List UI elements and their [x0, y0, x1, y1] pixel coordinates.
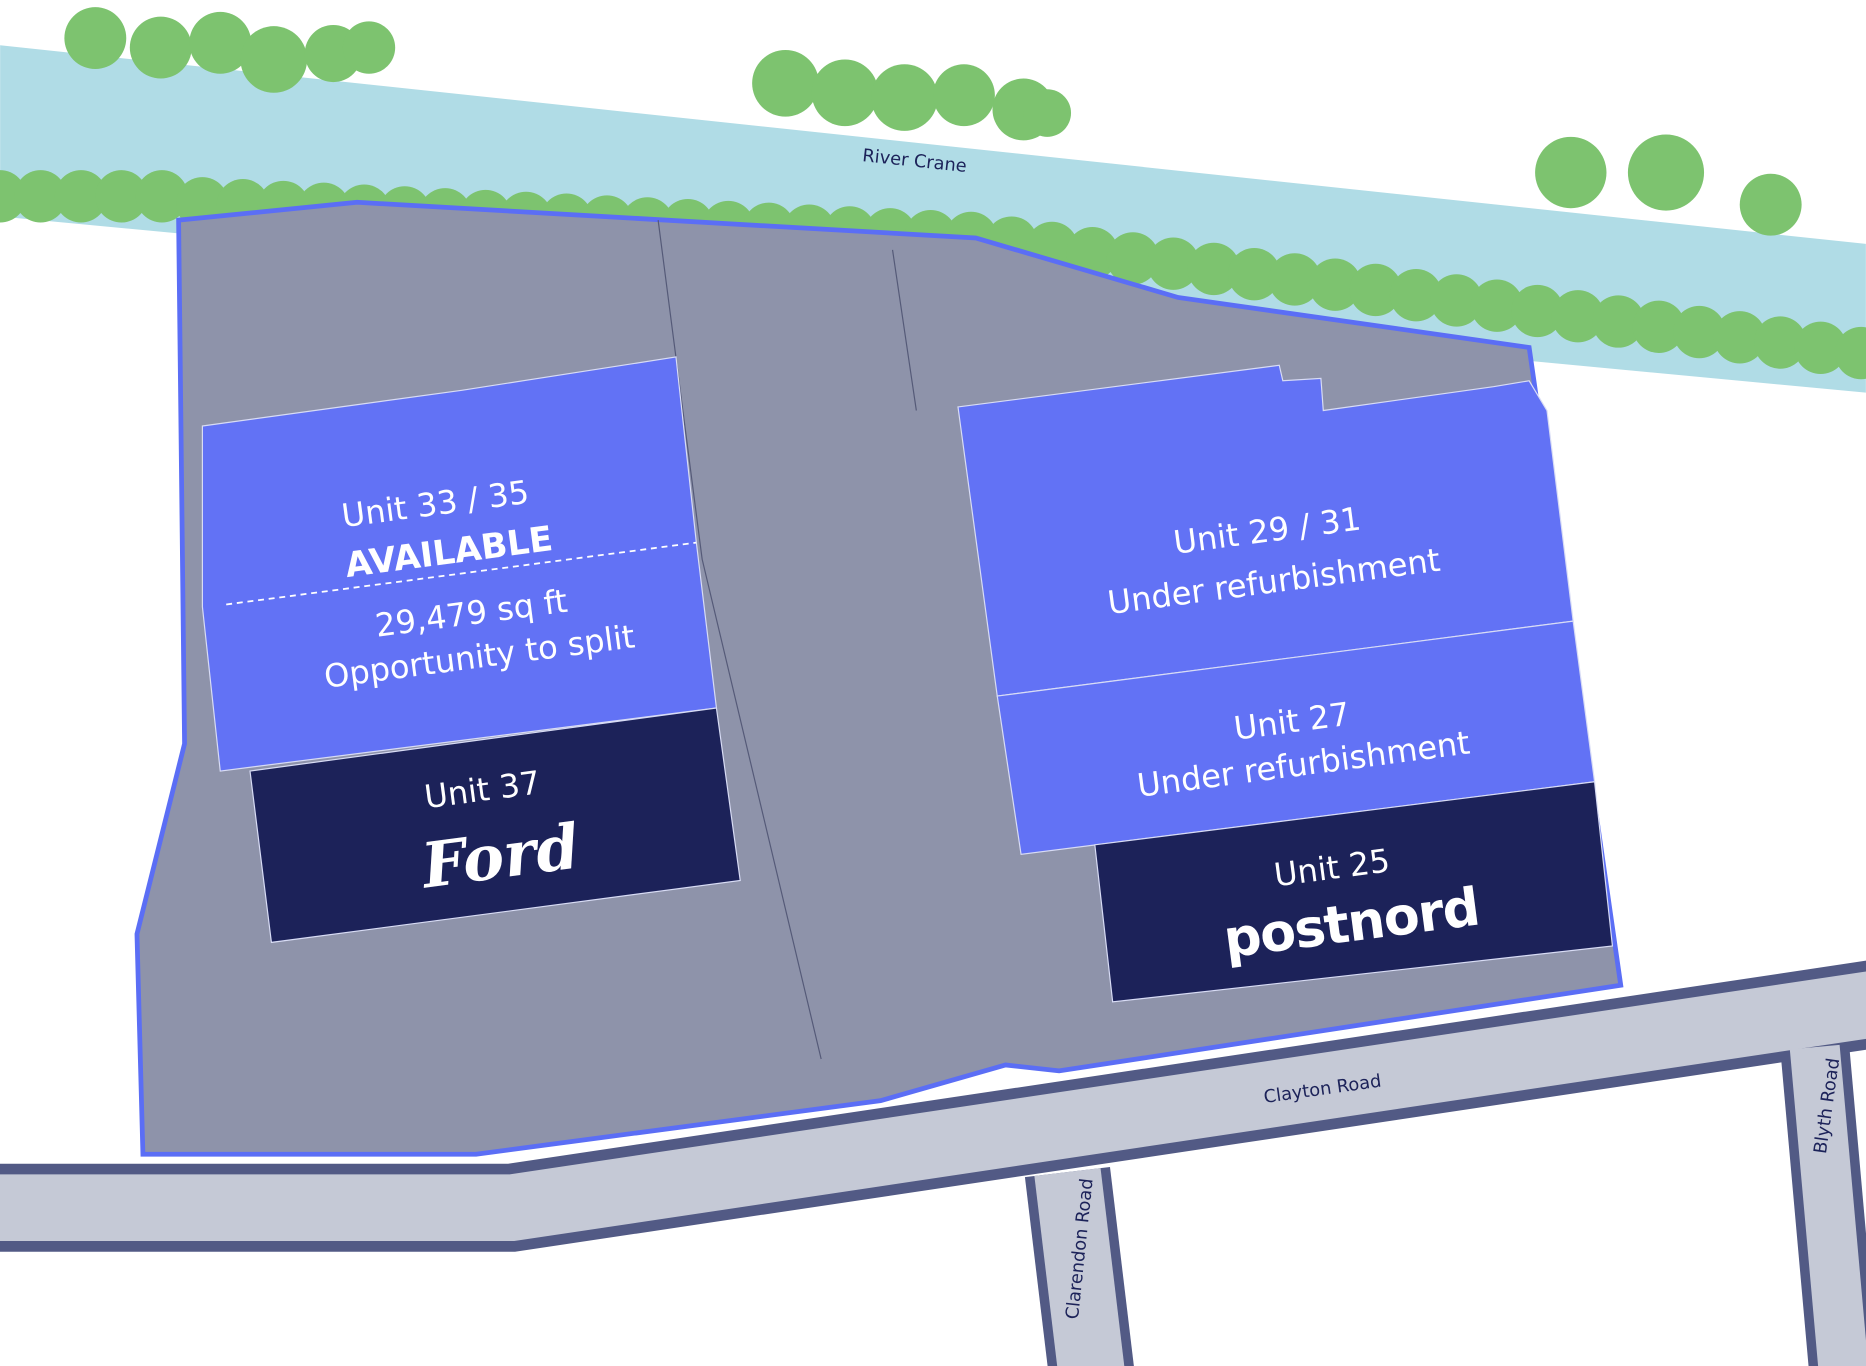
- tree: [240, 26, 308, 93]
- tree: [811, 59, 879, 127]
- tree: [1713, 311, 1766, 364]
- roads: [0, 960, 1866, 1366]
- tree: [1389, 269, 1443, 322]
- tree: [1349, 263, 1402, 317]
- tree: [1511, 284, 1564, 338]
- unit-33-35[interactable]: [201, 356, 718, 772]
- tree: [1470, 279, 1524, 332]
- tree: [14, 170, 67, 223]
- unit-37[interactable]: [249, 707, 741, 944]
- tree: [1187, 242, 1240, 296]
- tree: [752, 49, 819, 117]
- tree: [1023, 89, 1072, 137]
- tree: [189, 11, 252, 74]
- tree: [933, 64, 995, 127]
- tree: [1430, 274, 1483, 327]
- split-line: [226, 541, 697, 606]
- tree: [1632, 300, 1686, 353]
- tree: [95, 170, 148, 223]
- unit-25[interactable]: [1094, 781, 1614, 1003]
- tree: [1592, 295, 1645, 348]
- tree: [1535, 136, 1607, 209]
- tree: [1551, 290, 1605, 343]
- tree: [1106, 232, 1160, 285]
- tree: [1309, 258, 1362, 311]
- tree: [1739, 173, 1802, 236]
- tree: [1268, 253, 1321, 306]
- tree: [54, 170, 108, 223]
- tree: [1754, 316, 1807, 369]
- tree: [64, 7, 127, 70]
- tree: [1147, 237, 1200, 290]
- tree: [342, 21, 396, 74]
- tree: [1673, 305, 1726, 359]
- tree: [1834, 326, 1866, 380]
- tree: [1627, 134, 1705, 211]
- tree: [1228, 247, 1281, 301]
- tree: [129, 16, 192, 79]
- tree: [135, 170, 189, 223]
- tree: [1794, 321, 1847, 374]
- tree: [871, 64, 938, 131]
